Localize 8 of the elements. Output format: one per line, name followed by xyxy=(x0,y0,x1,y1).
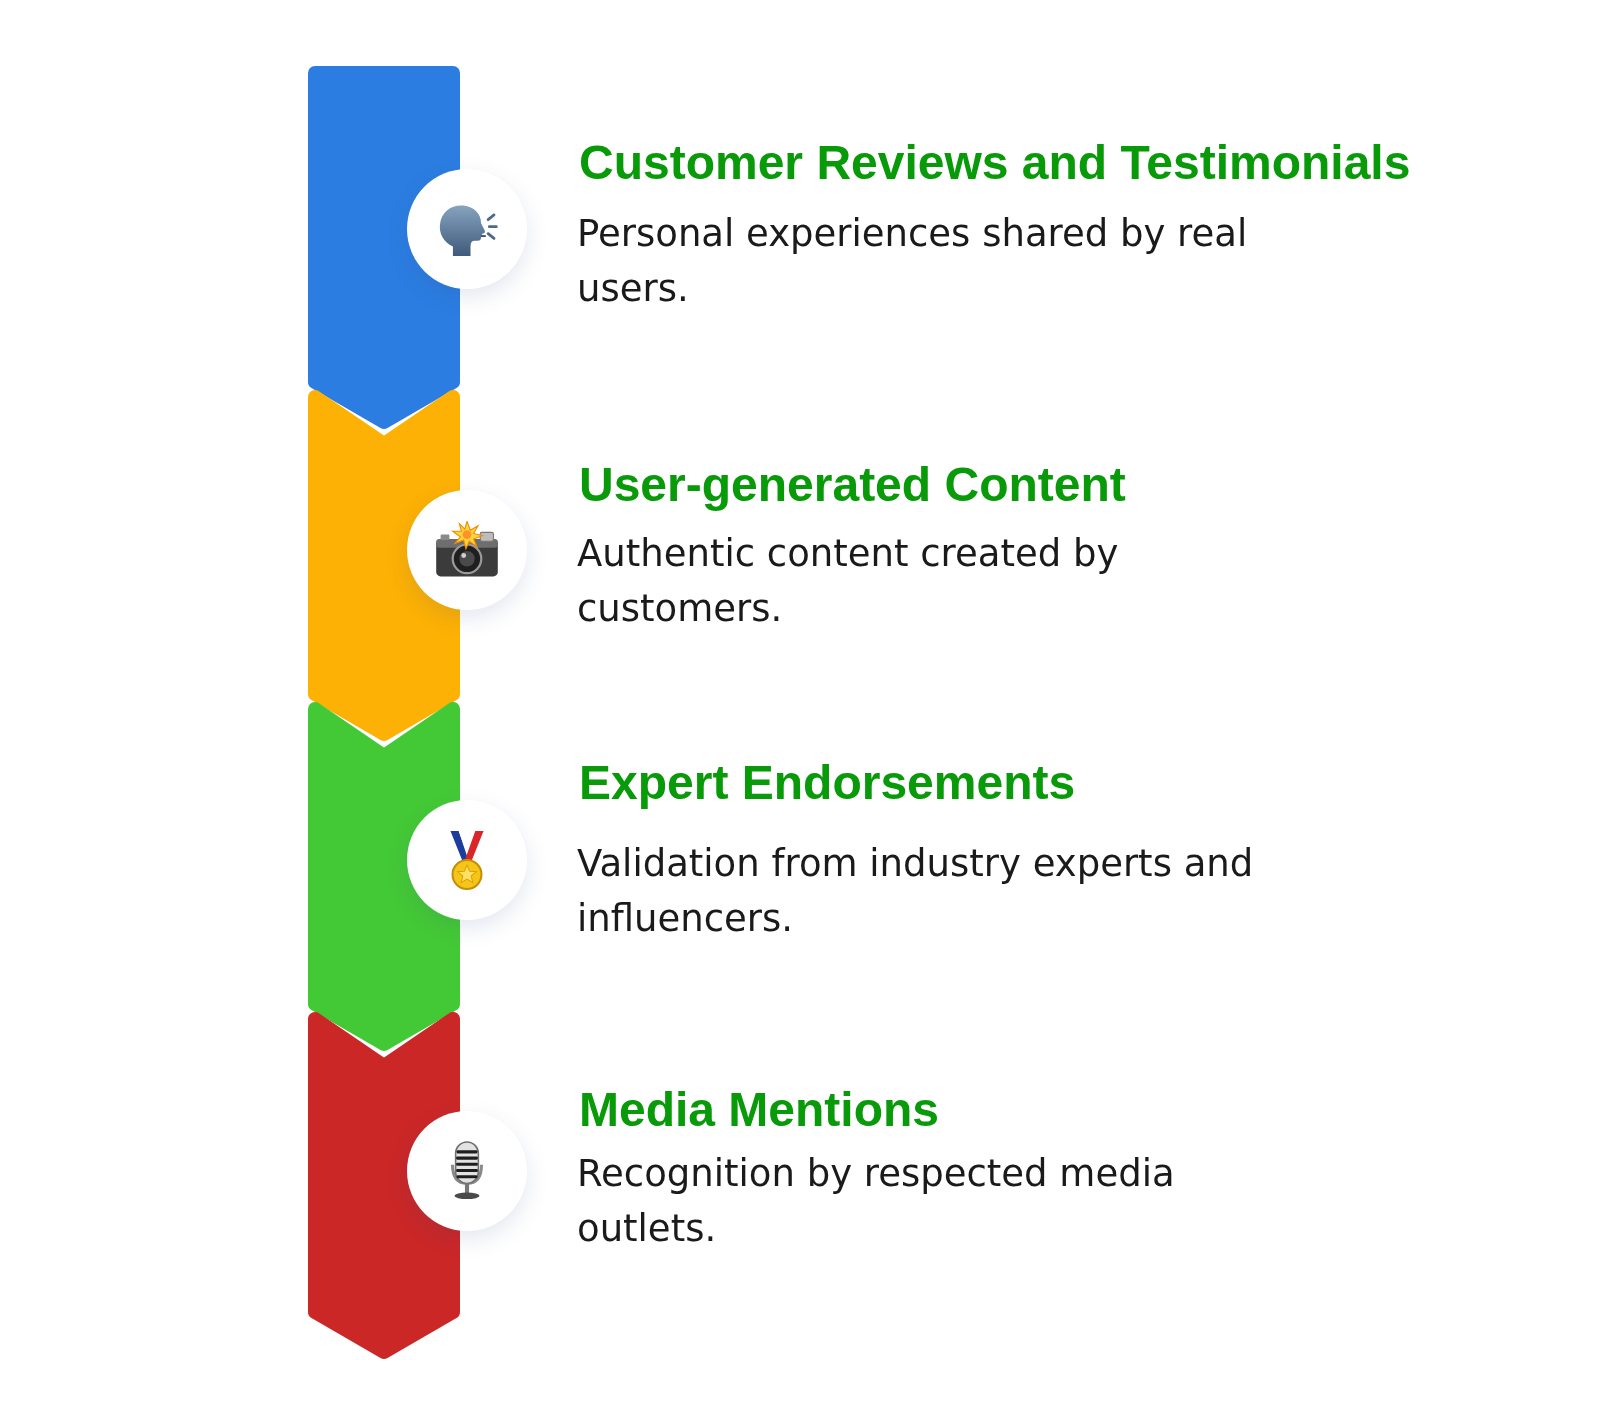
step-description: Recognition by respected media outlets. xyxy=(577,1151,1176,1252)
step-heading: User-generated Content xyxy=(579,457,1126,513)
step-description: Authentic content created by customers. xyxy=(577,531,1120,632)
step-heading: Expert Endorsements xyxy=(579,755,1076,811)
step-heading: Media Mentions xyxy=(579,1082,940,1138)
step-description: Personal experiences shared by real users. xyxy=(577,211,1249,312)
step-heading: Customer Reviews and Testimonials xyxy=(579,135,1411,191)
step-description: Validation from industry experts and influencers. xyxy=(577,841,1255,942)
